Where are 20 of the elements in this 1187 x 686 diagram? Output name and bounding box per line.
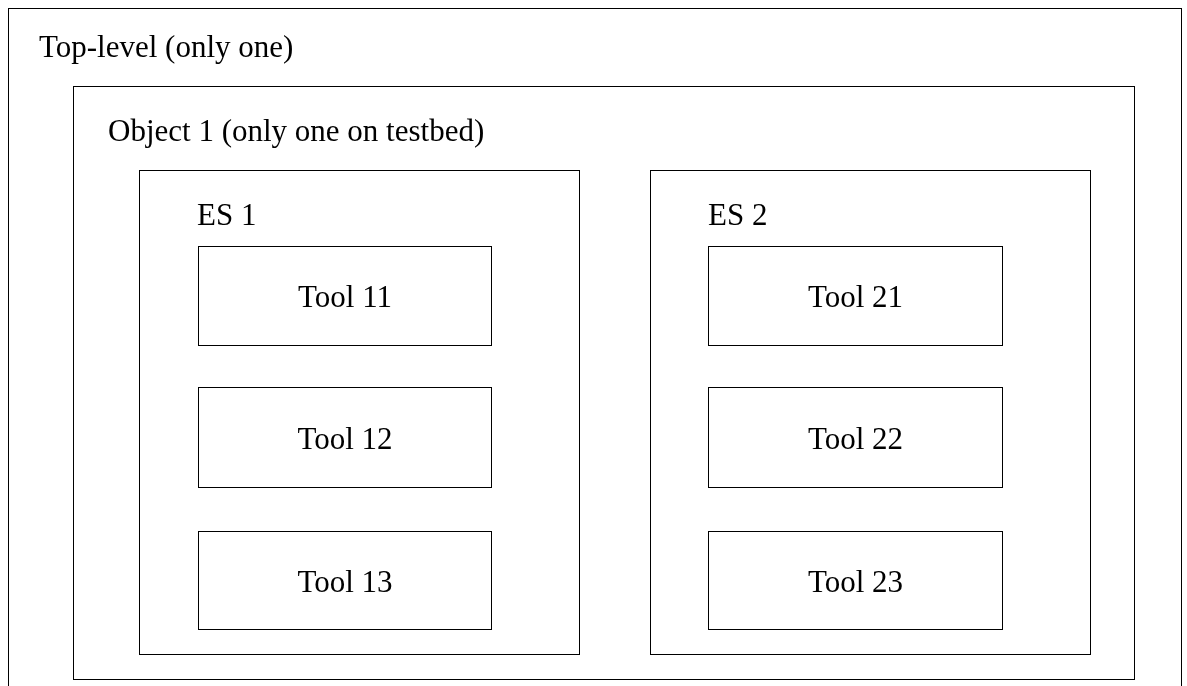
tool-label: Tool 21 <box>806 280 905 312</box>
container-title: ES 1 <box>197 199 257 230</box>
tool-label: Tool 23 <box>806 565 905 596</box>
container-box <box>73 86 1135 680</box>
tool-label: Tool 13 <box>296 565 394 596</box>
tool-label: Tool 12 <box>296 422 394 453</box>
tool-label: Tool 11 <box>297 280 393 312</box>
tool-box <box>198 387 492 488</box>
tool-box <box>708 387 1003 488</box>
tool-box <box>708 531 1003 630</box>
container-box <box>650 170 1091 655</box>
container-title: Object 1 (only one on testbed) <box>108 115 485 146</box>
container-title: Top-level (only one) <box>39 31 294 62</box>
container-title: ES 2 <box>708 199 768 230</box>
tool-box <box>198 531 492 630</box>
tool-box <box>708 246 1003 346</box>
container-box <box>139 170 580 655</box>
tool-label: Tool 22 <box>806 422 905 453</box>
container-box <box>8 8 1182 686</box>
tool-box <box>198 246 492 346</box>
